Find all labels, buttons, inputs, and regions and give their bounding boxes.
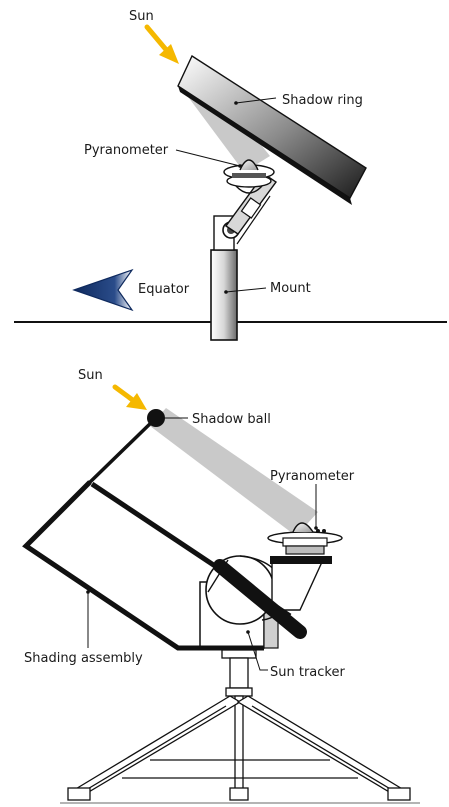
sun-tracker-label: Sun tracker (270, 665, 345, 680)
leader-sun-tracker (247, 631, 268, 671)
top-sun-label: Sun (129, 9, 154, 24)
equator-label: Equator (138, 282, 190, 297)
pyranometer-platform (270, 556, 332, 564)
top-diagram: Sun Shadow ring Pyranometer Equator Moun… (14, 9, 447, 341)
top-pyranometer (223, 159, 275, 194)
leader-shadow-ring (235, 97, 277, 104)
bottom-shadow-beam (150, 408, 318, 536)
mount-label: Mount (270, 281, 311, 296)
shadow-ball (147, 409, 165, 427)
pyranometer-support (271, 561, 324, 611)
shadow-ring-label: Shadow ring (282, 93, 363, 108)
mount-clamp (240, 197, 262, 219)
bottom-pyranometer (267, 522, 343, 555)
tracker-arm-collar (207, 559, 229, 593)
tracker-arm (213, 559, 307, 639)
bottom-sun-label: Sun (78, 368, 103, 383)
shading-assembly-label: Shading assembly (24, 651, 143, 666)
equator-arrow-icon (72, 268, 134, 312)
tripod (67, 649, 411, 801)
bottom-sun-arrow (112, 384, 147, 410)
shadow-ball-label: Shadow ball (192, 412, 271, 427)
leader-mount (225, 287, 267, 293)
leader-top-pyranometer (175, 149, 241, 167)
shadow-ring (177, 54, 367, 200)
bottom-diagram: Sun Shadow ball Pyranometer Shading asse… (22, 368, 420, 804)
top-pyranometer-label: Pyranometer (84, 143, 169, 158)
top-sun-arrow (144, 24, 179, 64)
mount-post (210, 249, 238, 341)
shadow-ring-edge (178, 86, 352, 205)
bottom-pyranometer-label: Pyranometer (270, 469, 355, 484)
mount-arm-tube (236, 195, 271, 245)
